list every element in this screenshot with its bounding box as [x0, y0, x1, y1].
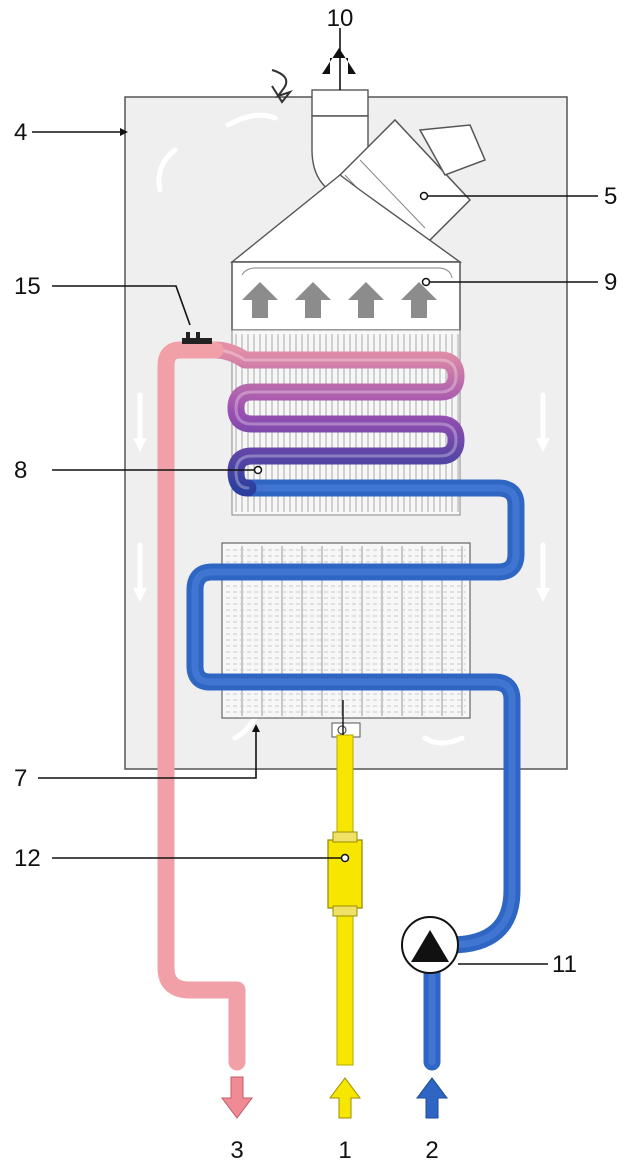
- hot-gas-arrows: [242, 282, 437, 318]
- air-flow-arrowheads: [133, 438, 550, 602]
- label-7: 7: [14, 765, 27, 792]
- cold-water-in-arrow: [416, 1077, 448, 1119]
- label-10: 10: [327, 5, 354, 32]
- exhaust-up-arrow: [322, 48, 356, 74]
- primary-coil: [206, 341, 465, 497]
- hot-water-pipe: [157, 341, 246, 1071]
- label-15: 15: [14, 273, 41, 300]
- label-4: 4: [14, 119, 27, 146]
- label-8: 8: [14, 457, 27, 484]
- label-9: 9: [604, 269, 617, 296]
- label-11: 11: [552, 951, 577, 978]
- gas-valve: [327, 839, 363, 909]
- leader-lines: [32, 28, 598, 965]
- gas-pipe: [327, 700, 363, 1066]
- label-3: 3: [230, 1137, 243, 1164]
- label-12: 12: [14, 845, 41, 872]
- gas-in-arrow: [329, 1077, 361, 1119]
- hot-water-out-arrow: [221, 1076, 253, 1119]
- temperature-sensor: [182, 332, 212, 344]
- air-intake-arrow: [271, 69, 293, 104]
- label-5: 5: [604, 183, 617, 210]
- combustion-chamber: [231, 261, 461, 331]
- label-1: 1: [338, 1137, 351, 1164]
- circulation-pump: [401, 916, 459, 974]
- label-2: 2: [425, 1137, 438, 1164]
